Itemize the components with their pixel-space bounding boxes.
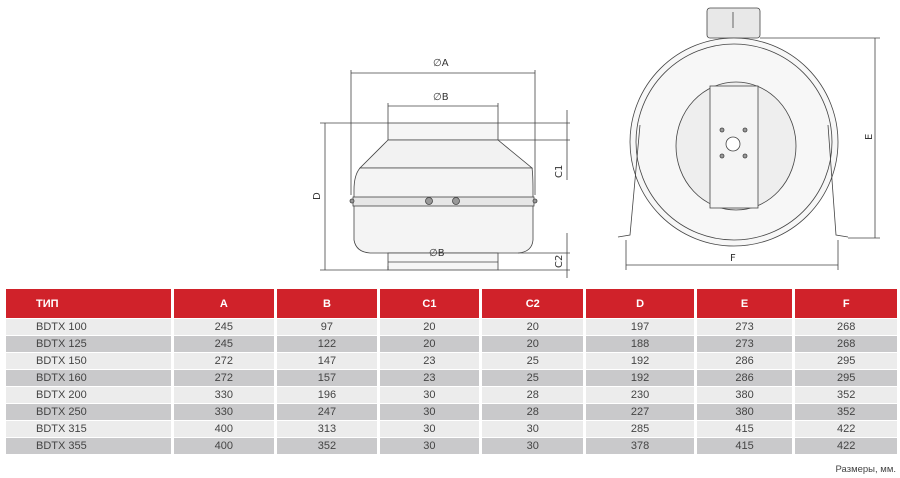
cell-type: BDTX 250 xyxy=(6,404,171,420)
cell-b: 147 xyxy=(277,353,377,369)
units-footnote: Размеры, мм. xyxy=(835,464,896,475)
cell-e: 415 xyxy=(696,421,793,437)
cell-c2: 30 xyxy=(482,421,584,437)
cell-f: 268 xyxy=(795,319,897,335)
cell-f: 352 xyxy=(795,404,897,420)
cell-a: 245 xyxy=(173,319,275,335)
header-e: E xyxy=(696,289,793,318)
dim-label-c2: C2 xyxy=(554,255,565,268)
cell-type: BDTX 200 xyxy=(6,387,171,403)
cell-f: 268 xyxy=(795,336,897,352)
cell-c1: 30 xyxy=(379,438,480,454)
cell-type: BDTX 355 xyxy=(6,438,171,454)
cell-d: 285 xyxy=(586,421,694,437)
cell-a: 245 xyxy=(173,336,275,352)
cell-e: 380 xyxy=(696,404,793,420)
dim-label-b-bottom: ∅B xyxy=(429,248,445,259)
cell-b: 352 xyxy=(277,438,377,454)
cell-type: BDTX 315 xyxy=(6,421,171,437)
cell-type: BDTX 125 xyxy=(6,336,171,352)
cell-b: 122 xyxy=(277,336,377,352)
cell-c2: 28 xyxy=(482,404,584,420)
cell-type: BDTX 100 xyxy=(6,319,171,335)
header-c2: C2 xyxy=(482,289,584,318)
cell-c1: 30 xyxy=(379,421,480,437)
cell-f: 295 xyxy=(795,353,897,369)
cell-a: 272 xyxy=(173,353,275,369)
cell-d: 230 xyxy=(586,387,694,403)
cell-type: BDTX 160 xyxy=(6,370,171,386)
cell-c2: 20 xyxy=(482,336,584,352)
dim-label-b-top: ∅B xyxy=(433,92,449,103)
cell-a: 330 xyxy=(173,404,275,420)
cell-b: 157 xyxy=(277,370,377,386)
table-header-row: ТИП A B C1 C2 D E F xyxy=(6,289,897,318)
dim-label-c1: C1 xyxy=(554,165,565,178)
cell-f: 295 xyxy=(795,370,897,386)
cell-c2: 28 xyxy=(482,387,584,403)
dim-label-f: F xyxy=(730,253,736,264)
dim-label-d: D xyxy=(312,192,323,200)
cell-b: 247 xyxy=(277,404,377,420)
cell-a: 400 xyxy=(173,421,275,437)
cell-c1: 20 xyxy=(379,319,480,335)
cell-c1: 20 xyxy=(379,336,480,352)
cell-c2: 30 xyxy=(482,438,584,454)
cell-c1: 30 xyxy=(379,387,480,403)
cell-b: 97 xyxy=(277,319,377,335)
cell-d: 227 xyxy=(586,404,694,420)
cell-f: 422 xyxy=(795,421,897,437)
cell-d: 192 xyxy=(586,353,694,369)
cell-e: 380 xyxy=(696,387,793,403)
cell-b: 196 xyxy=(277,387,377,403)
cell-a: 272 xyxy=(173,370,275,386)
cell-f: 422 xyxy=(795,438,897,454)
cell-e: 415 xyxy=(696,438,793,454)
cell-type: BDTX 150 xyxy=(6,353,171,369)
cell-b: 313 xyxy=(277,421,377,437)
cell-c1: 30 xyxy=(379,404,480,420)
cell-c2: 20 xyxy=(482,319,584,335)
cell-d: 188 xyxy=(586,336,694,352)
cell-c2: 25 xyxy=(482,353,584,369)
cell-f: 352 xyxy=(795,387,897,403)
header-d: D xyxy=(586,289,694,318)
cell-e: 273 xyxy=(696,319,793,335)
header-a: A xyxy=(173,289,275,318)
header-c1: C1 xyxy=(379,289,480,318)
cell-d: 192 xyxy=(586,370,694,386)
cell-c1: 23 xyxy=(379,353,480,369)
cell-d: 197 xyxy=(586,319,694,335)
cell-a: 400 xyxy=(173,438,275,454)
cell-c2: 25 xyxy=(482,370,584,386)
dim-label-a: ∅A xyxy=(433,58,449,69)
cell-a: 330 xyxy=(173,387,275,403)
fan-dimension-drawing: ∅A ∅B ∅B D C1 C2 E F xyxy=(312,7,880,278)
cell-c1: 23 xyxy=(379,370,480,386)
front-view xyxy=(617,7,880,270)
header-f: F xyxy=(795,289,897,318)
cell-e: 273 xyxy=(696,336,793,352)
cell-e: 286 xyxy=(696,353,793,369)
cell-e: 286 xyxy=(696,370,793,386)
cell-d: 378 xyxy=(586,438,694,454)
header-type: ТИП xyxy=(6,289,171,318)
dim-label-e: E xyxy=(864,134,875,140)
side-view xyxy=(320,70,570,278)
header-b: B xyxy=(277,289,377,318)
